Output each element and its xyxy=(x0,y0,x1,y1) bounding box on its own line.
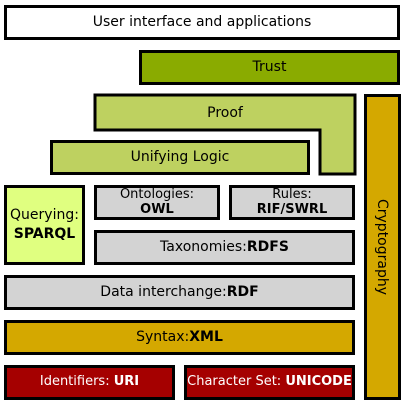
rules-label: Rules: xyxy=(272,187,312,203)
data-interchange-tech: RDF xyxy=(226,283,259,300)
character-set-label: Character Set: xyxy=(187,374,282,390)
syntax-tech: XML xyxy=(189,328,223,345)
user-interface-label: User interface and applications xyxy=(92,13,312,30)
syntax-label: Syntax: xyxy=(136,328,190,345)
taxonomies-label: Taxonomies: xyxy=(160,238,247,255)
cryptography-label-wrap: Cryptography xyxy=(364,94,401,400)
identifiers-layer: Identifiers: URI xyxy=(4,365,175,400)
taxonomies-layer: Taxonomies:RDFS xyxy=(94,230,355,265)
data-interchange-layer: Data interchange:RDF xyxy=(4,275,355,310)
ontologies-label: Ontologies: xyxy=(119,187,195,203)
character-set-tech: UNICODE xyxy=(285,374,352,390)
cryptography-label: Cryptography xyxy=(374,198,391,296)
unifying-logic-label: Unifying Logic xyxy=(130,148,230,165)
character-set-layer: Character Set: UNICODE xyxy=(184,365,355,400)
user-interface-layer: User interface and applications xyxy=(4,5,400,40)
cryptography-layer xyxy=(364,94,401,400)
querying-layer: Querying: SPARQL xyxy=(4,185,85,265)
syntax-layer: Syntax:XML xyxy=(4,320,355,355)
proof-label: Proof xyxy=(207,104,243,121)
trust-layer: Trust xyxy=(139,50,400,85)
ontologies-layer: Ontologies: OWL xyxy=(94,185,220,220)
data-interchange-label: Data interchange: xyxy=(100,283,227,300)
proof-layer: Proof xyxy=(95,95,355,130)
ontologies-tech: OWL xyxy=(140,201,174,217)
unifying-logic-layer: Unifying Logic xyxy=(50,140,310,175)
rules-tech: RIF/SWRL xyxy=(256,201,328,217)
rules-layer: Rules: RIF/SWRL xyxy=(229,185,355,220)
querying-tech: SPARQL xyxy=(13,226,76,242)
trust-label: Trust xyxy=(252,58,287,75)
identifiers-tech: URI xyxy=(113,374,140,390)
taxonomies-tech: RDFS xyxy=(246,238,289,255)
identifiers-label: Identifiers: xyxy=(39,374,110,390)
querying-label: Querying: xyxy=(10,206,79,223)
